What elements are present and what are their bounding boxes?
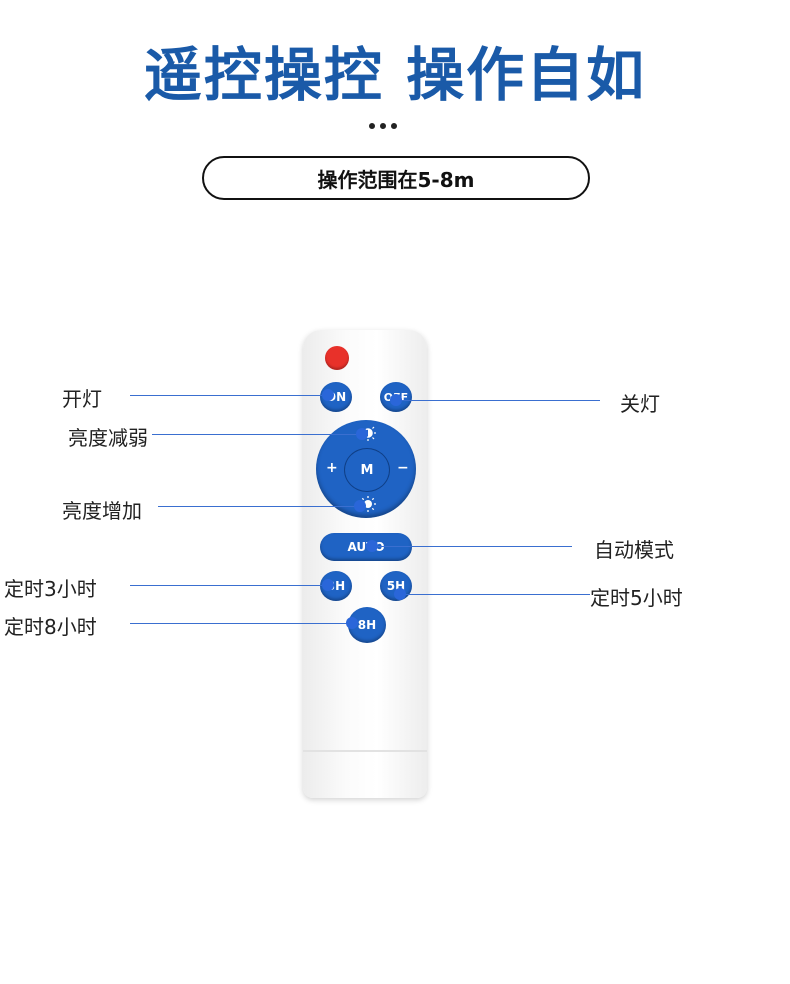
power-button[interactable] [325, 346, 349, 370]
label-dim-down: 亮度减弱 [68, 426, 148, 450]
callout-dot-on [322, 389, 334, 401]
callout-dot-auto [366, 540, 378, 552]
label-timer-5h: 定时5小时 [590, 586, 683, 610]
mode-button[interactable]: M [344, 448, 390, 492]
callout-line-dim-down [152, 434, 362, 435]
label-timer-3h: 定时3小时 [4, 577, 97, 601]
callout-line-dim-up [158, 506, 360, 507]
label-auto-mode: 自动模式 [594, 538, 674, 562]
label-dim-up: 亮度增加 [62, 499, 142, 523]
plus-button[interactable]: + [326, 460, 338, 476]
callout-dot-dim-up [354, 500, 366, 512]
range-badge: 操作范围在5-8m [202, 156, 590, 200]
callout-line-3h [130, 585, 328, 586]
page-title: 遥控操控 操作自如 [143, 41, 647, 109]
callout-dot-5h [394, 588, 406, 600]
remote-seam [303, 750, 427, 752]
separator-dots [369, 114, 409, 129]
callout-dot-dim-down [356, 428, 368, 440]
label-turn-off: 关灯 [620, 392, 660, 416]
label-turn-on: 开灯 [62, 387, 102, 411]
minus-button[interactable]: − [397, 460, 409, 476]
callout-dot-off [390, 394, 402, 406]
callout-dot-8h [346, 617, 358, 629]
callout-line-on [130, 395, 328, 396]
callout-line-auto [372, 546, 572, 547]
callout-dot-3h [322, 579, 334, 591]
label-timer-8h: 定时8小时 [4, 615, 97, 639]
callout-line-8h [130, 623, 352, 624]
callout-line-5h [400, 594, 590, 595]
callout-line-off [396, 400, 600, 401]
